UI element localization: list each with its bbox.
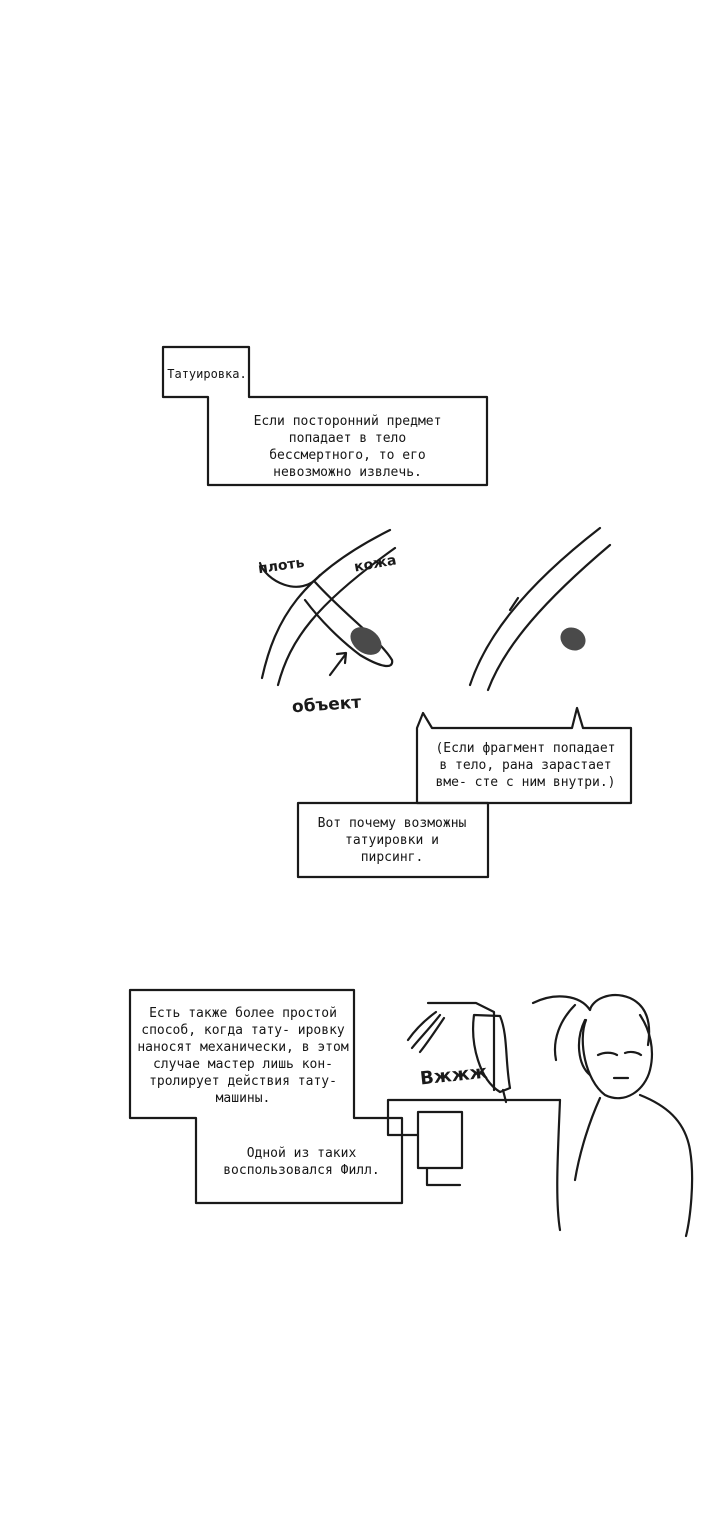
person-hair <box>531 993 651 1077</box>
machine-stand <box>386 1098 562 1187</box>
machine-arm <box>426 1001 496 1092</box>
speech-bubble-outline <box>415 706 633 805</box>
caption-box-outline-3 <box>128 988 404 1205</box>
bubble-fragment-text: (Если фрагмент попадает в тело, рана зар… <box>435 741 616 790</box>
machine-cables <box>406 1010 446 1054</box>
object-arrow-shaft <box>328 653 347 677</box>
object-dot-left <box>350 627 382 655</box>
skin-inner-curve-right <box>486 543 612 692</box>
skin-outer-curve-left <box>260 528 392 680</box>
person-arm <box>556 1098 562 1232</box>
wound-channel <box>303 580 394 668</box>
healed-scar <box>508 596 520 612</box>
skin-inner-curve-left <box>276 546 397 687</box>
caption-mechanical-method: Есть также более простой способ, когда т… <box>137 1006 349 1106</box>
object-arrow-head <box>335 651 348 665</box>
person-head <box>581 1013 654 1100</box>
caption-box-outline-1 <box>161 345 489 487</box>
person-eyes <box>596 1050 643 1057</box>
skin-outer-curve-right <box>468 526 602 687</box>
caption-phil: Одной из таких воспользовался Филл. <box>223 1146 380 1178</box>
flesh-lasso <box>258 561 322 588</box>
object-dot-right <box>560 627 586 651</box>
caption-tattoo-piercing: Вот почему возможны татуировки и пирсинг… <box>317 816 467 865</box>
person-shoulder-right <box>638 1093 694 1238</box>
caption-title: Татуировка. <box>167 367 247 381</box>
person-body-left <box>573 1096 602 1182</box>
caption-box-outline-2 <box>296 801 490 879</box>
caption-immortal-rule: Если посторонний предмет попадает в тело… <box>253 414 442 480</box>
machine-head <box>472 1013 512 1094</box>
